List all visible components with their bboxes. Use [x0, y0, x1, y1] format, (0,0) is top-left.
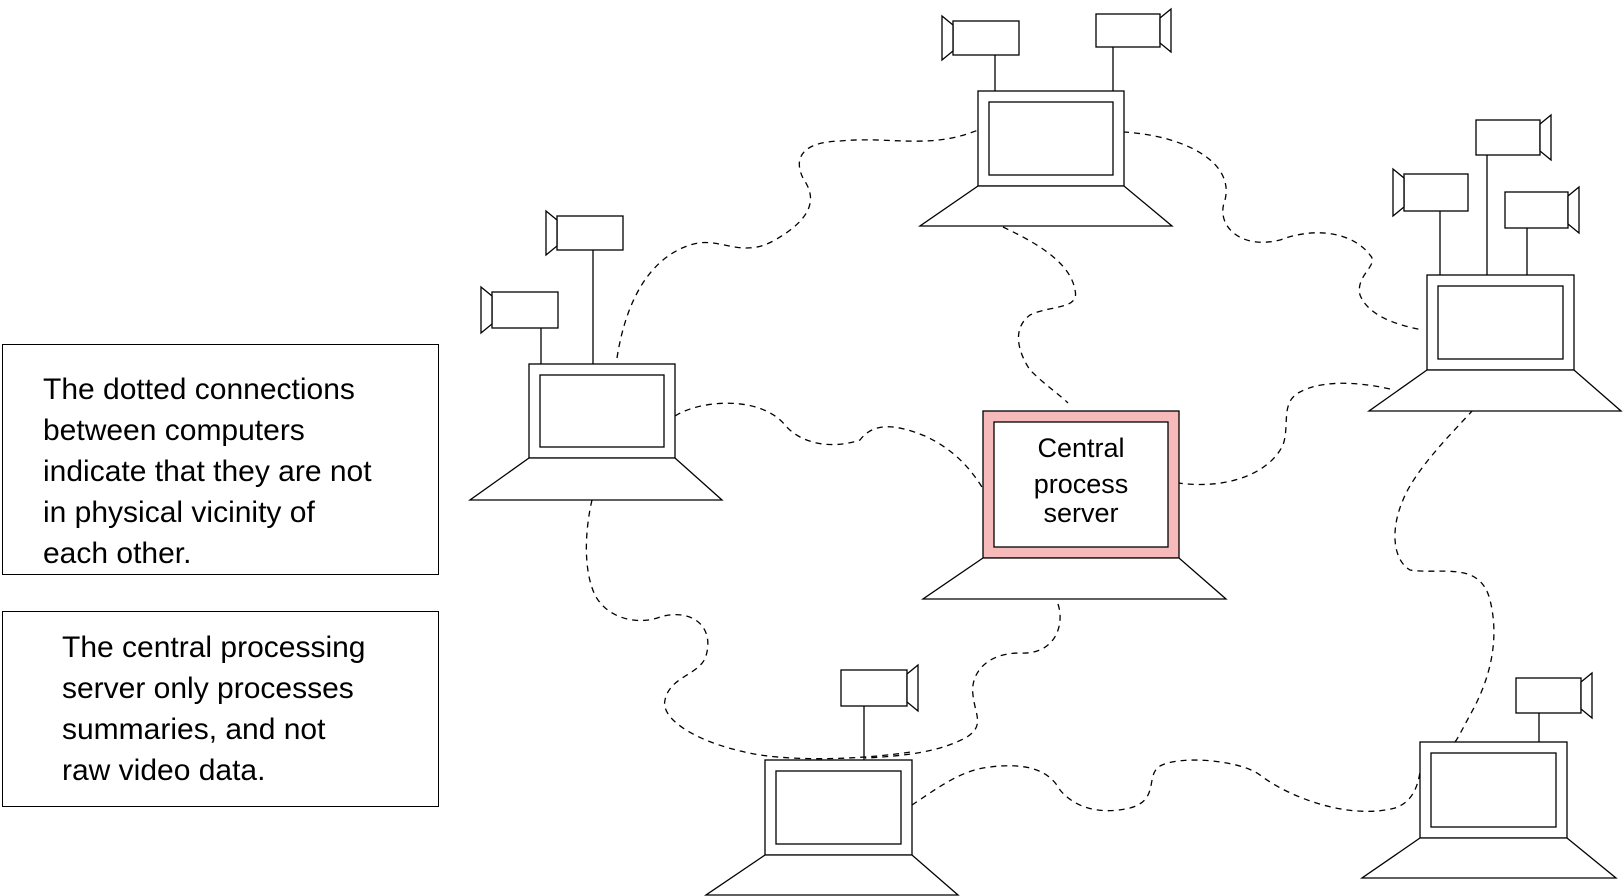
camera-lens	[1580, 671, 1593, 720]
laptop-screen	[1437, 285, 1564, 360]
link-left-bottom	[585, 499, 912, 760]
camera-body	[840, 669, 908, 707]
link-left-server	[674, 402, 988, 511]
server-label-line-3: server	[1043, 498, 1118, 528]
link-top-right	[1122, 131, 1424, 331]
dotted-connections	[585, 129, 1495, 812]
laptop-icon	[467, 209, 724, 501]
laptop-screen	[775, 770, 902, 845]
laptop-icon	[1359, 671, 1618, 879]
camera-lens	[941, 14, 954, 62]
link-right-bottomright	[1394, 409, 1495, 743]
camera-lens	[1392, 167, 1405, 218]
laptop-keyboard-base	[920, 557, 1228, 600]
laptop-keyboard-base	[703, 854, 960, 896]
camera-body	[1475, 119, 1541, 156]
link-bottom-bottomright	[911, 759, 1421, 812]
link-server-bottom	[864, 603, 1061, 759]
laptop-icon	[917, 7, 1174, 227]
laptop-screen	[1430, 752, 1557, 828]
laptop-keyboard-base	[1359, 837, 1618, 879]
camera-body	[1515, 677, 1582, 714]
laptop-keyboard-base	[1366, 369, 1623, 412]
laptop-screen	[539, 374, 665, 448]
link-top-server	[1002, 226, 1077, 404]
camera-body	[491, 291, 559, 329]
server-label-line-2: process	[1034, 469, 1129, 499]
note-central-server-text: The central processing server only proce…	[62, 631, 366, 787]
link-left-top	[616, 129, 979, 359]
laptop-icon	[703, 663, 960, 896]
camera-body	[1095, 13, 1161, 48]
camera-lens	[906, 663, 919, 713]
server-label-line-1: Central	[1037, 433, 1124, 463]
laptop-icon	[1366, 113, 1623, 412]
camera-body	[1403, 173, 1469, 212]
note-dotted-connections-text: The dotted connections between computers…	[43, 373, 372, 570]
note-dotted-connections: The dotted connections between computers…	[2, 344, 439, 575]
laptop-keyboard-base	[917, 185, 1174, 227]
camera-lens	[545, 209, 558, 257]
camera-body	[952, 20, 1020, 56]
camera-lens	[1567, 185, 1580, 235]
laptop-screen	[988, 101, 1114, 176]
camera-body	[1504, 191, 1569, 229]
link-right-server	[1177, 382, 1391, 486]
camera-lens	[1159, 7, 1172, 54]
note-central-server: The central processing server only proce…	[2, 611, 439, 807]
camera-body	[556, 215, 624, 251]
camera-lens	[1539, 113, 1552, 162]
laptop-keyboard-base	[467, 457, 724, 501]
camera-lens	[480, 285, 493, 335]
laptop-screen	[993, 421, 1169, 548]
